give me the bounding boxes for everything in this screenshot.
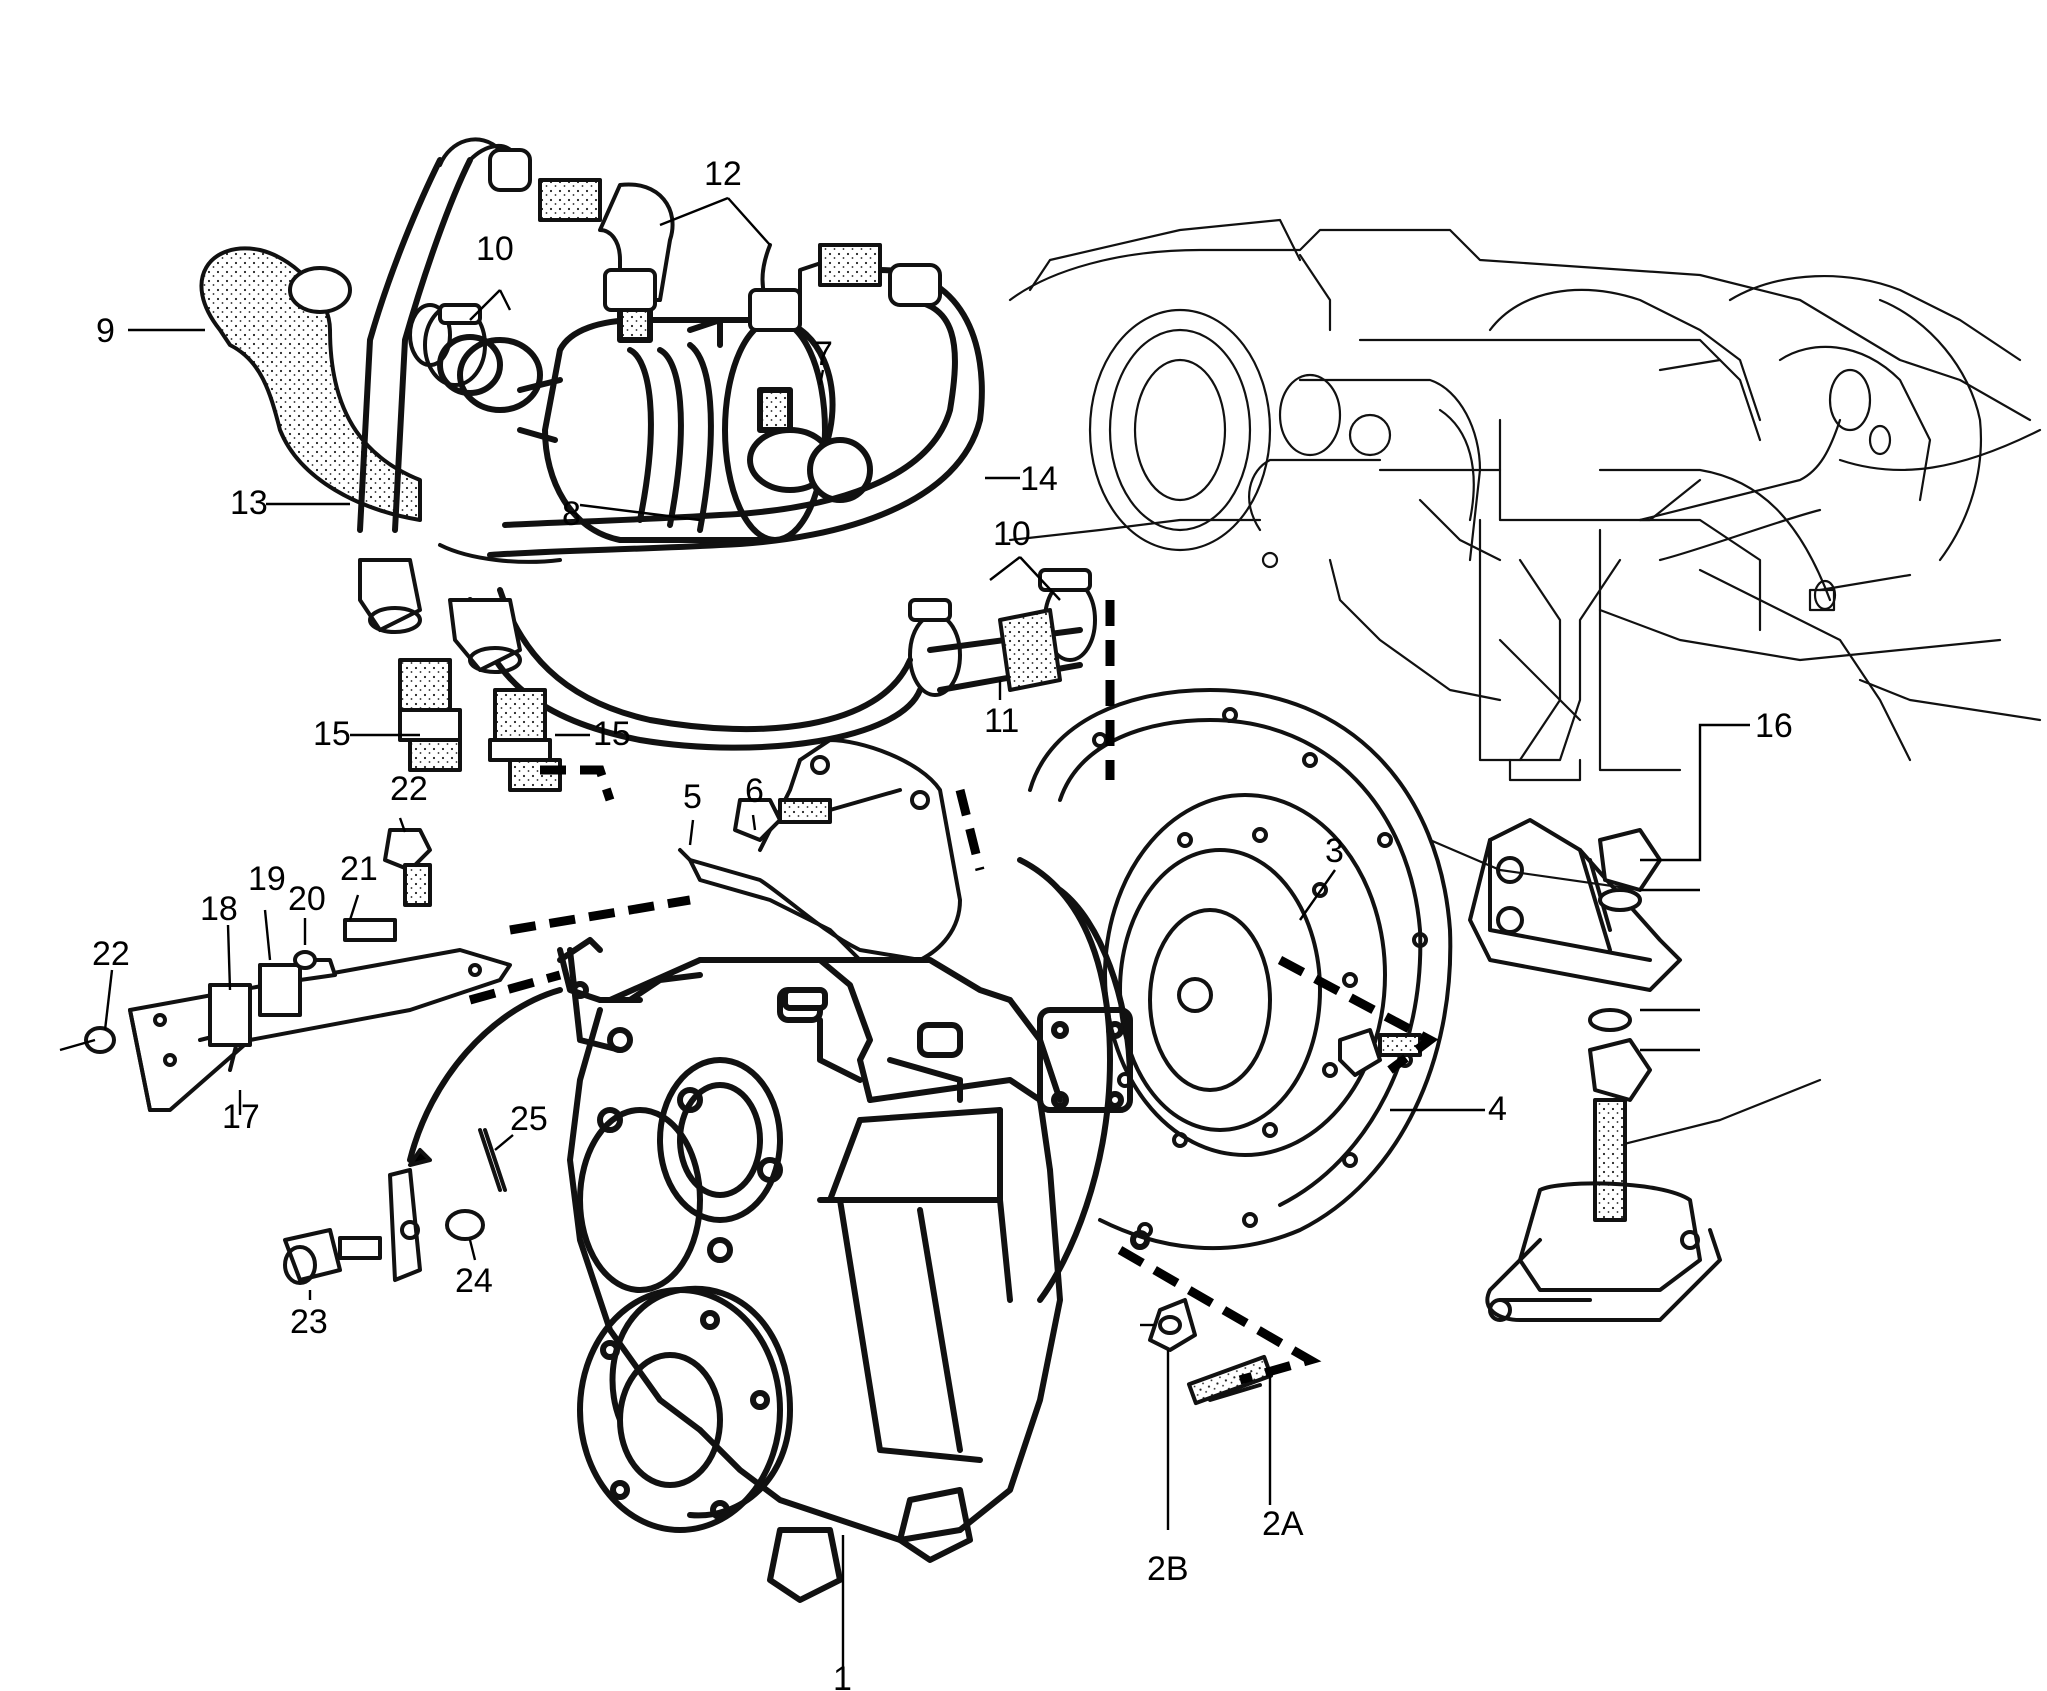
callout-8: 8 [562, 495, 581, 533]
damper-plate [1103, 793, 1387, 1157]
callout-22-upper: 22 [390, 770, 428, 808]
callout-4: 4 [1488, 1090, 1507, 1128]
callout-16: 16 [1755, 707, 1793, 745]
gearbox [557, 857, 1150, 1603]
cable-bracket [84, 828, 512, 1112]
callout-9: 9 [96, 312, 115, 350]
callout-10-lower: 10 [993, 515, 1031, 553]
callout-20: 20 [288, 880, 326, 918]
callout-14: 14 [1020, 460, 1058, 498]
callout-7: 7 [814, 335, 833, 373]
callout-5: 5 [683, 778, 702, 816]
callout-15-right: 15 [593, 715, 631, 753]
callout-21: 21 [340, 850, 378, 888]
engine-block [1008, 218, 2042, 1152]
callout-22-left: 22 [92, 935, 130, 973]
cover-bracket [678, 738, 962, 962]
callout-24: 24 [455, 1262, 493, 1300]
engine-mount [1468, 818, 1722, 1322]
callout-11: 11 [984, 702, 1019, 740]
callout-6: 6 [745, 772, 764, 810]
assembly-dashed-lines [468, 600, 1439, 1385]
callout-13: 13 [230, 484, 268, 522]
bolts-and-nuts [1148, 1028, 1422, 1406]
callout-15-left: 15 [313, 715, 351, 753]
callout-10-upper: 10 [476, 230, 514, 268]
flywheel-housing [1028, 688, 1453, 1251]
hoses [199, 137, 1083, 751]
callout-18: 18 [200, 890, 238, 928]
callout-1: 1 [833, 1660, 852, 1691]
callout-23: 23 [290, 1303, 328, 1341]
callout-25: 25 [510, 1100, 548, 1138]
callout-2b: 2B [1147, 1550, 1189, 1588]
callout-12: 12 [704, 155, 742, 193]
callout-17: 17 [222, 1098, 260, 1136]
callout-2a: 2A [1262, 1505, 1304, 1543]
callout-3: 3 [1325, 832, 1344, 870]
control-lever-parts [283, 987, 563, 1285]
leader-lines [59, 196, 1750, 1668]
callout-labels: 1 2A 2B 3 4 5 6 7 8 9 10 10 11 12 13 14 … [92, 155, 1793, 1691]
hose-adapters [358, 558, 562, 792]
elbow-fittings [488, 148, 942, 332]
oil-cooler [437, 297, 873, 543]
callout-19: 19 [248, 860, 286, 898]
